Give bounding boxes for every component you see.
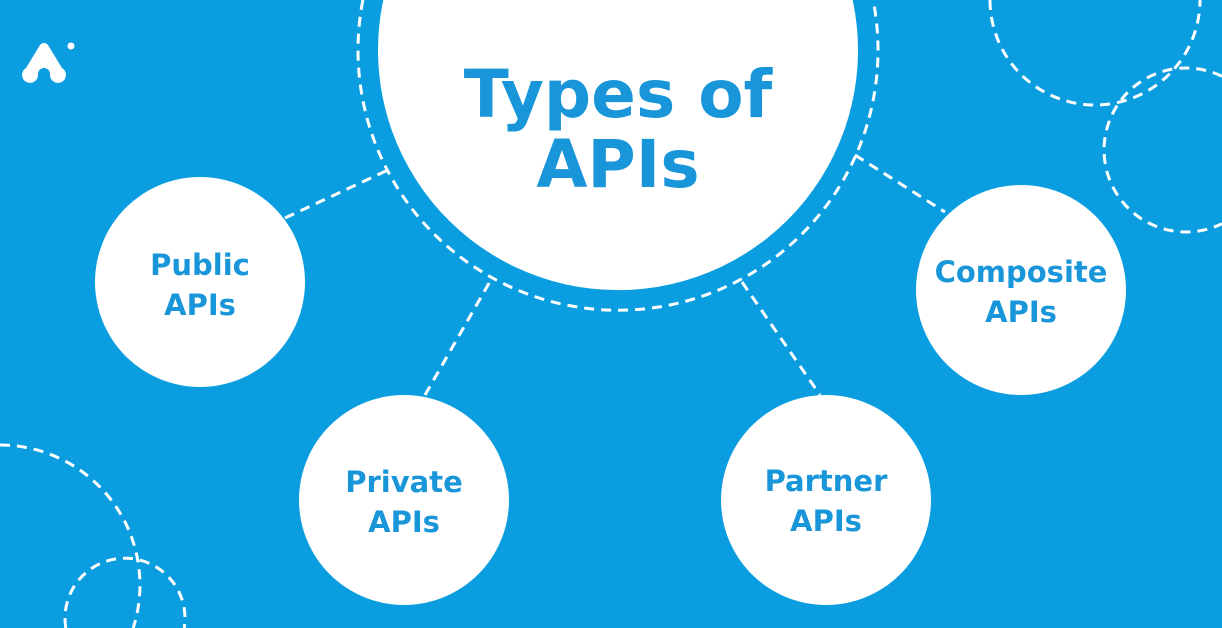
page-title: Types of APIs: [378, 60, 858, 200]
decor-circle-bottom-left: [0, 443, 142, 628]
node-label: APIs: [790, 504, 862, 538]
node-public: Public APIs: [95, 245, 305, 325]
node-partner: Partner APIs: [721, 461, 931, 541]
title-line-2: APIs: [536, 126, 700, 203]
node-composite: Composite APIs: [916, 252, 1126, 332]
node-circle-composite: [916, 185, 1126, 395]
node-label: Private: [345, 465, 463, 499]
node-label: APIs: [985, 295, 1057, 329]
node-private: Private APIs: [299, 462, 509, 542]
node-label: Public: [150, 248, 250, 282]
node-label: APIs: [164, 288, 236, 322]
node-label: APIs: [368, 505, 440, 539]
decor-circle-top-right: [988, 0, 1202, 107]
connector-public: [284, 168, 389, 220]
connector-composite: [854, 153, 946, 214]
title-circle: [378, 0, 859, 291]
connector-private: [423, 277, 494, 396]
node-circle-partner: [721, 395, 931, 605]
decor-circle-right: [1102, 66, 1222, 234]
title-line-1: Types of: [463, 56, 773, 133]
node-circle-private: [299, 395, 509, 605]
node-label: Partner: [764, 464, 888, 498]
title-dashed-ring: [356, 0, 880, 312]
brand-logo-icon: [22, 42, 75, 83]
connector-partner: [740, 281, 822, 396]
node-label: Composite: [934, 255, 1108, 289]
node-circle-public: [95, 177, 305, 387]
decor-circle-bottom-small: [63, 556, 187, 628]
